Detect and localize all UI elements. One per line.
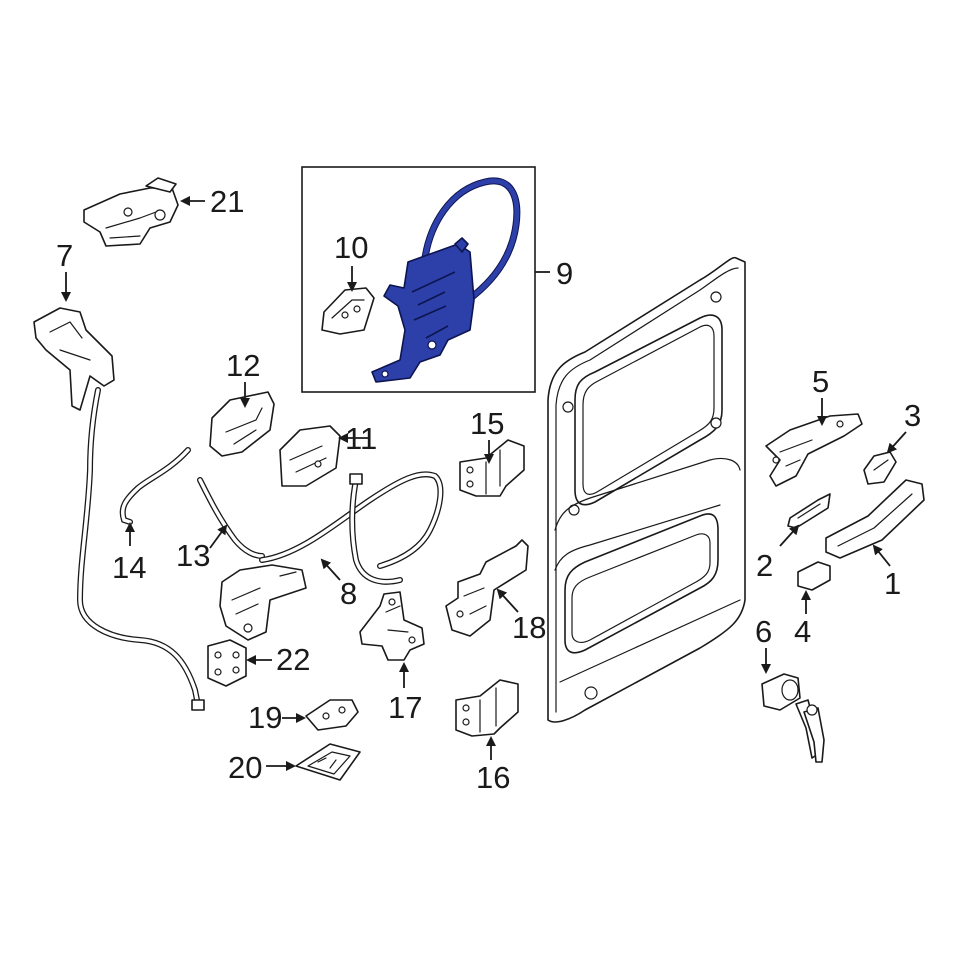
callout-5[interactable]: 5 xyxy=(812,364,829,399)
part-4-handle-pad[interactable] xyxy=(797,561,831,591)
callout-1[interactable]: 1 xyxy=(884,566,901,601)
part-20-label[interactable] xyxy=(295,743,361,781)
callout-12[interactable]: 12 xyxy=(226,348,260,383)
part-17-hinge-bracket[interactable] xyxy=(359,591,425,661)
part-7-cable-assembly[interactable] xyxy=(33,307,205,711)
callout-9[interactable]: 9 xyxy=(556,256,573,291)
callout-22[interactable]: 22 xyxy=(276,642,310,677)
part-19-bracket[interactable] xyxy=(305,699,359,731)
part-5-handle-bracket[interactable] xyxy=(765,413,863,487)
part-9-callout-box: 9 xyxy=(301,166,573,393)
callout-14[interactable]: 14 xyxy=(112,550,146,585)
callout-21[interactable]: 21 xyxy=(210,184,244,219)
part-14-rod[interactable] xyxy=(119,447,191,525)
part-8-latch-with-cables[interactable] xyxy=(219,471,444,641)
part-13-rod[interactable] xyxy=(197,477,265,559)
callout-13[interactable]: 13 xyxy=(176,538,210,573)
part-16-hinge-lower[interactable] xyxy=(455,679,519,737)
part-12-inside-handle[interactable] xyxy=(209,391,275,457)
part-1-outside-handle[interactable] xyxy=(825,479,925,559)
part-10-latch-bracket[interactable] xyxy=(321,287,375,335)
callout-20[interactable]: 20 xyxy=(228,750,262,785)
part-21-hinge-upper[interactable] xyxy=(83,177,179,247)
callout-19[interactable]: 19 xyxy=(248,700,282,735)
part-3-handle-cap[interactable] xyxy=(863,451,897,485)
part-6-lock-cylinder-with-keys[interactable] xyxy=(761,673,825,763)
callout-3[interactable]: 3 xyxy=(904,398,921,433)
callout-18[interactable]: 18 xyxy=(512,610,546,645)
part-22-striker-plate[interactable] xyxy=(207,639,247,687)
part-2-handle-gasket[interactable] xyxy=(787,493,831,529)
callout-7[interactable]: 7 xyxy=(56,238,73,273)
rear-door-panel xyxy=(547,256,746,723)
callout-6[interactable]: 6 xyxy=(755,614,772,649)
callout-8[interactable]: 8 xyxy=(340,576,357,611)
callout-15[interactable]: 15 xyxy=(470,406,504,441)
part-9-latch-assembly-highlighted[interactable] xyxy=(371,177,521,383)
callout-2[interactable]: 2 xyxy=(756,548,773,583)
part-15-hinge[interactable] xyxy=(459,439,525,497)
callout-10[interactable]: 10 xyxy=(334,230,368,265)
part-11-inside-handle-bezel[interactable] xyxy=(279,425,341,487)
callout-4[interactable]: 4 xyxy=(794,614,811,649)
callout-17[interactable]: 17 xyxy=(388,690,422,725)
part-18-hinge-link[interactable] xyxy=(445,539,529,637)
callout-16[interactable]: 16 xyxy=(476,760,510,795)
